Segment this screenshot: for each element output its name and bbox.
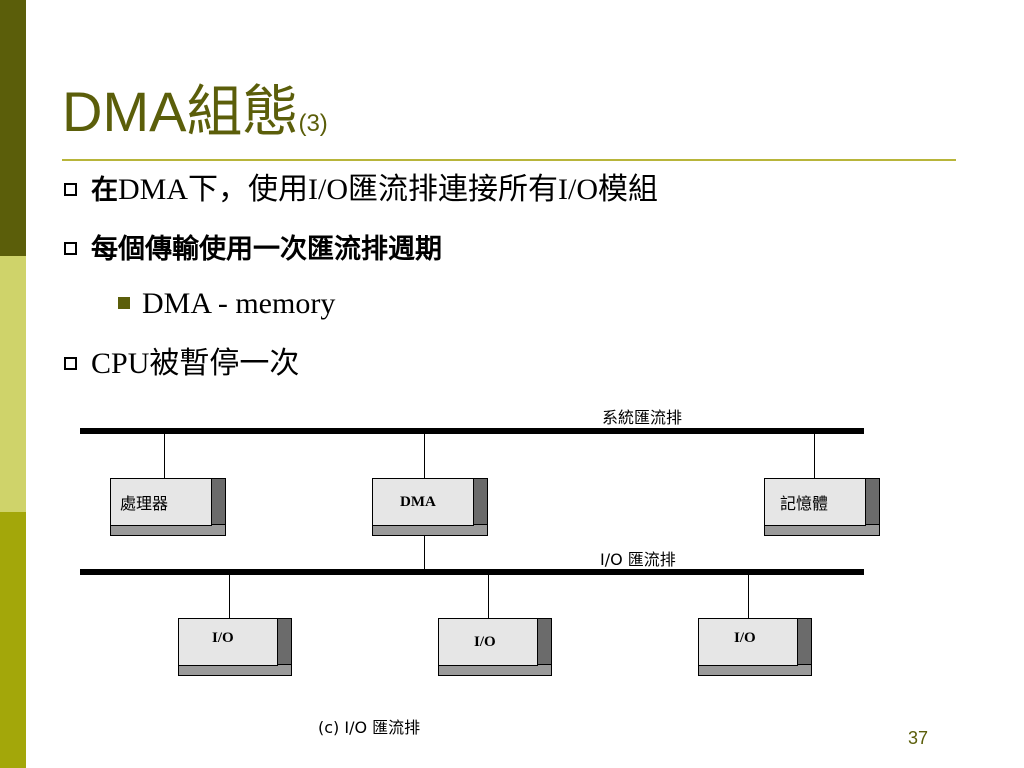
dma-connector-top [424,434,425,478]
dma-connector-bottom [424,536,425,569]
bullet-box-icon [64,356,77,370]
sub-bullet-square-icon [118,297,130,310]
system-bus-label: 系統匯流排 [602,408,683,427]
io2-label: I/O [474,634,496,650]
dma-label: DMA [400,494,436,510]
cpu-box: 處理器 [110,478,226,536]
title-divider [62,159,956,161]
io2-connector [488,575,489,619]
bullet-3: CPU被暫停一次 [64,347,299,381]
page-number: 37 [908,728,929,748]
bullet-box-icon [64,182,77,196]
bullet-2: 每個傳輸使用一次匯流排週期 [64,232,442,267]
side-band-middle [0,256,26,512]
cpu-label: 處理器 [120,494,169,513]
system-bus-line [80,428,864,434]
memory-connector [814,434,815,478]
io-box-2: I/O [438,618,552,676]
side-band-bottom [0,512,26,768]
bullet-1-prefix: 在 [91,175,118,206]
io-box-1: I/O [178,618,292,676]
bullet-box-icon [64,241,77,255]
diagram-caption: (c) I/O 匯流排 [318,718,421,737]
memory-box: 記憶體 [764,478,880,536]
sub-bullet-1-text: DMA - memory [142,287,336,320]
slide-title-sub: (3) [298,110,328,137]
slide-title: DMA組態(3) [62,84,328,140]
io1-label: I/O [212,630,234,646]
slide-title-main: DMA組態 [62,80,299,143]
bullet-1: 在DMA下，使用I/O匯流排連接所有I/O模組 [64,173,658,208]
bullet-2-text: 每個傳輸使用一次匯流排週期 [91,234,442,265]
cpu-connector [164,434,165,478]
io-bus-label: I/O 匯流排 [600,550,676,569]
side-band-top [0,0,26,256]
bullet-3-text: CPU被暫停一次 [91,347,300,380]
io3-label: I/O [734,630,756,646]
io-bus-line [80,569,864,575]
io-box-3: I/O [698,618,812,676]
dma-box: DMA [372,478,488,536]
io1-connector [229,575,230,619]
memory-label: 記憶體 [780,494,829,513]
sub-bullet-1: DMA - memory [118,287,335,321]
io3-connector [748,575,749,619]
bullet-1-text: DMA下，使用I/O匯流排連接所有I/O模組 [118,173,658,206]
